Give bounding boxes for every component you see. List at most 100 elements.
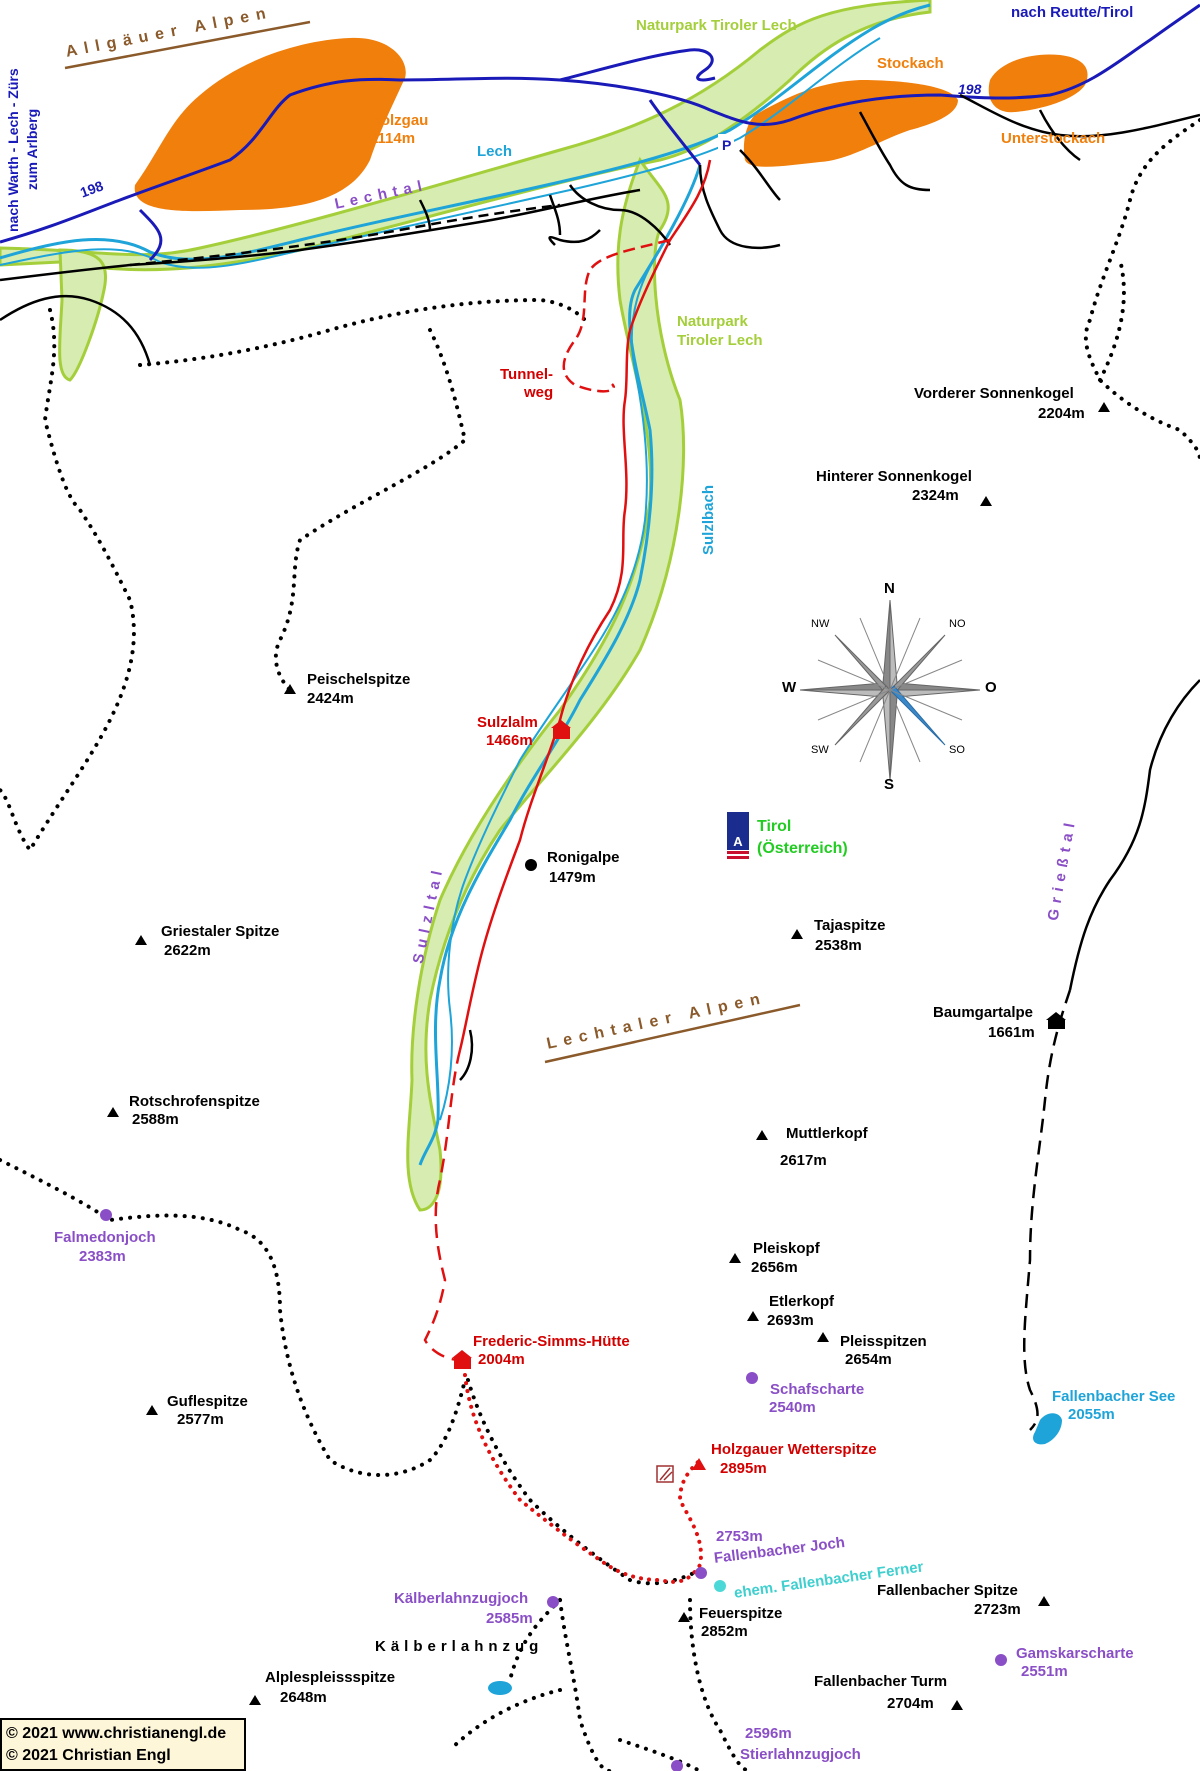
compass-west: W	[782, 679, 797, 696]
park-side-line2: Tiroler Lech	[677, 332, 763, 349]
lake-fallenbacher-see: Fallenbacher See	[1052, 1388, 1176, 1405]
alp-ronigalpe-elev: 1479m	[549, 869, 596, 886]
peak-pleiskopf: Pleiskopf	[753, 1240, 820, 1257]
peak-feuerspitze: Feuerspitze	[699, 1605, 783, 1622]
pass-icon	[695, 1567, 707, 1579]
peak-icon	[678, 1612, 690, 1622]
main-road	[0, 3, 1200, 262]
region-country: (Österreich)	[757, 840, 848, 857]
peak-feuerspitze-elev: 2852m	[701, 1623, 748, 1640]
peak-icon	[1038, 1596, 1050, 1606]
copyright-box: © 2021 www.christianengl.de © 2021 Chris…	[0, 1718, 246, 1771]
summit-wetterspitze-elev: 2895m	[720, 1460, 767, 1477]
allgaeuer-underline	[64, 20, 311, 70]
pass-icon	[547, 1596, 559, 1608]
compass-north: N	[884, 580, 895, 597]
pass-schafscharte-elev: 2540m	[769, 1399, 816, 1416]
lech-trail	[129, 203, 561, 267]
hiking-route	[423, 159, 712, 1584]
peak-icon	[747, 1311, 759, 1321]
peak-icon	[729, 1253, 741, 1263]
ridge-kaelberlahnzug: Kälberlahnzug	[375, 1638, 544, 1655]
tunnelweg-line2: weg	[524, 384, 554, 401]
pass-kaelberlahnzugjoch: Kälberlahnzugjoch	[394, 1590, 529, 1607]
flag-letter: A	[727, 834, 749, 850]
peak-icon	[107, 1107, 119, 1117]
peak-pleiskopf-elev: 2656m	[751, 1259, 798, 1276]
peak-icon	[249, 1695, 261, 1705]
compass-south: S	[884, 776, 895, 793]
pass-markers	[100, 1209, 1007, 1771]
via-ferrata-icon	[656, 1465, 674, 1483]
road-number-east: 198	[958, 81, 982, 97]
peak-peischelspitze: Peischelspitze	[307, 671, 411, 688]
peak-griestaler-spitze: Griestaler Spitze	[161, 923, 280, 940]
village-unterstockach: Unterstockach	[1001, 130, 1106, 147]
peak-fallenbacher-turm-elev: 2704m	[887, 1695, 934, 1712]
river-lech: Lech	[477, 143, 513, 160]
parking-icon	[718, 134, 734, 152]
road-west-line1: nach Warth - Lech - Zürs	[5, 68, 21, 232]
stockach-area	[743, 80, 958, 167]
compass-sw: SW	[811, 744, 829, 756]
peak-tajaspitze-elev: 2538m	[815, 937, 862, 954]
lech-river-inner	[0, 37, 881, 269]
pass-falmedonjoch: Falmedonjoch	[54, 1229, 156, 1246]
alp-icon	[525, 859, 537, 871]
peak-alplespleissspitze: Alplespleissspitze	[265, 1669, 396, 1686]
peak-icon	[817, 1332, 829, 1342]
parking-label: P	[722, 137, 732, 153]
hut-icon	[551, 720, 571, 739]
pass-schafscharte: Schafscharte	[770, 1381, 865, 1398]
pass-kaelberlahnzugjoch-elev: 2585m	[486, 1610, 533, 1627]
road-east-direction: nach Reutte/Tirol	[1011, 4, 1134, 21]
peak-icon	[284, 684, 296, 694]
pass-fallenbacher-joch-elev: 2753m	[716, 1528, 763, 1545]
peak-etlerkopf: Etlerkopf	[769, 1293, 835, 1310]
peak-fallenbacher-spitze-elev: 2723m	[974, 1601, 1021, 1618]
compass-so: SO	[949, 744, 965, 756]
peak-griestaler-spitze-elev: 2622m	[164, 942, 211, 959]
peak-etlerkopf-elev: 2693m	[767, 1312, 814, 1329]
lake-fallenbacher-see-elev: 2055m	[1068, 1406, 1115, 1423]
sulzlbach-river-2	[439, 249, 661, 1121]
peak-icon	[146, 1405, 158, 1415]
hut-simms: Frederic-Simms-Hütte	[473, 1333, 630, 1350]
compass-east: O	[985, 679, 997, 696]
village-holzgau: Holzgau	[370, 112, 429, 129]
peak-muttlerkopf: Muttlerkopf	[786, 1125, 868, 1142]
alp-hut-icon	[1046, 1012, 1066, 1029]
hut-simms-elev: 2004m	[478, 1351, 525, 1368]
naturpark-area	[0, 0, 932, 1212]
peak-guflespitze-elev: 2577m	[177, 1411, 224, 1428]
tunnelweg-line1: Tunnel-	[500, 366, 554, 383]
small-lake	[488, 1681, 512, 1695]
rivers	[0, 3, 931, 1166]
pass-icon	[746, 1372, 758, 1384]
hut-sulzlalm: Sulzlalm	[477, 714, 538, 731]
holzgau-area	[134, 37, 406, 212]
peak-icon	[951, 1700, 963, 1710]
peak-pleisspitzen: Pleisspitzen	[840, 1333, 927, 1350]
peak-hinterer-sonnenkogel-elev: 2324m	[912, 487, 959, 504]
pass-icon	[100, 1209, 112, 1221]
village-stockach: Stockach	[877, 55, 944, 72]
alp-baumgartalpe: Baumgartalpe	[933, 1004, 1034, 1021]
compass-rose	[799, 599, 981, 781]
fallenbacher-see	[1033, 1413, 1062, 1445]
lech-river	[0, 3, 931, 261]
peak-guflespitze: Guflespitze	[167, 1393, 248, 1410]
peak-icon	[791, 929, 803, 939]
summit-wetterspitze: Holzgauer Wetterspitze	[711, 1441, 877, 1458]
peak-peischelspitze-elev: 2424m	[307, 690, 354, 707]
peak-pleisspitzen-elev: 2654m	[845, 1351, 892, 1368]
peak-rotschrofenspitze-elev: 2588m	[132, 1111, 179, 1128]
villages	[134, 37, 1088, 212]
peak-tajaspitze: Tajaspitze	[814, 917, 886, 934]
pass-icon	[995, 1654, 1007, 1666]
village-holzgau-elev: 1114m	[370, 130, 416, 147]
pass-stierlahnzugjoch: Stierlahnzugjoch	[740, 1746, 861, 1763]
peak-fallenbacher-turm: Fallenbacher Turm	[814, 1673, 948, 1690]
lechtaler-underline	[544, 1003, 801, 1064]
